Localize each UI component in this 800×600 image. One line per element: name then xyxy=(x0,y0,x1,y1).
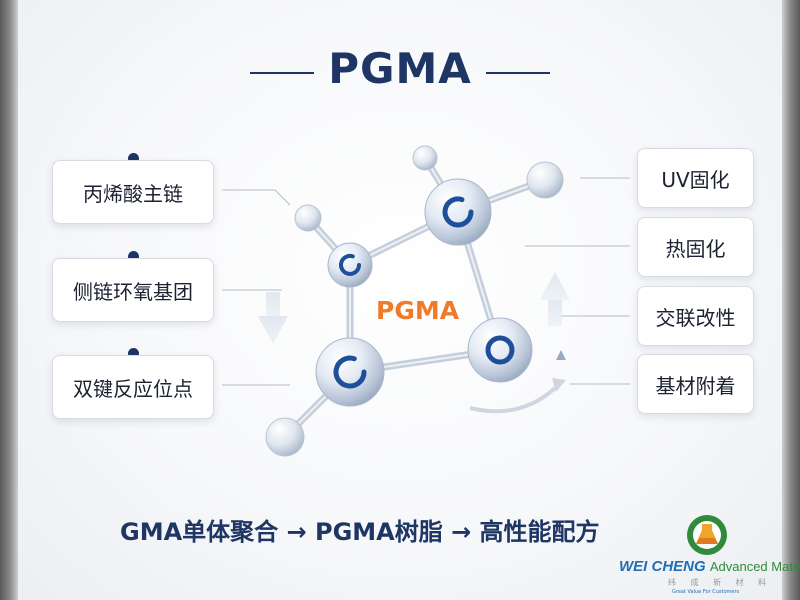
bullet-dot xyxy=(128,348,139,359)
flask-logo-icon xyxy=(687,515,727,555)
title-left-rule xyxy=(250,72,314,74)
process-flow-text: GMA单体聚合 → PGMA树脂 → 高性能配方 xyxy=(120,518,600,546)
brand-name: WEI CHENG xyxy=(619,558,706,575)
title-right-rule xyxy=(486,72,550,74)
curved-arrow-head xyxy=(552,378,566,392)
small-triangle-marker xyxy=(556,350,566,360)
small-atom xyxy=(412,145,438,171)
application-box-crosslinking: 交联改性 xyxy=(637,286,754,346)
small-atom xyxy=(265,417,305,457)
application-box-adhesion: 基材附着 xyxy=(637,354,754,414)
bullet-dot xyxy=(128,251,139,262)
small-atom xyxy=(294,204,322,232)
brand-subtitle: Advanced Material xyxy=(709,559,800,574)
feature-box-epoxy-group: 侧链环氧基团 xyxy=(52,258,214,322)
feature-box-reactive-site: 双键反应位点 xyxy=(52,355,214,419)
diagram-title: PGMA xyxy=(328,44,472,93)
carbon-atom xyxy=(327,242,373,288)
application-box-thermal-curing: 热固化 xyxy=(637,217,754,277)
brand-logo-text: WEI CHENG Advanced Material xyxy=(619,558,800,575)
brand-tagline: Great Value For Customers xyxy=(672,589,740,595)
application-box-uv-curing: UV固化 xyxy=(637,148,754,208)
up-arrow-decoration xyxy=(540,272,570,326)
down-arrow-decoration xyxy=(258,292,288,344)
feature-box-main-chain: 丙烯酸主链 xyxy=(52,160,214,224)
carbon-atom xyxy=(424,178,492,246)
carbon-atom xyxy=(315,337,385,407)
oxygen-atom xyxy=(467,317,533,383)
connector-line xyxy=(274,189,291,206)
curved-arrow-decoration xyxy=(469,386,557,414)
brand-chinese-name: 纬 成 新 材 料 xyxy=(668,578,773,587)
bullet-dot xyxy=(128,153,139,164)
center-label: PGMA xyxy=(376,296,460,325)
small-atom xyxy=(526,161,564,199)
